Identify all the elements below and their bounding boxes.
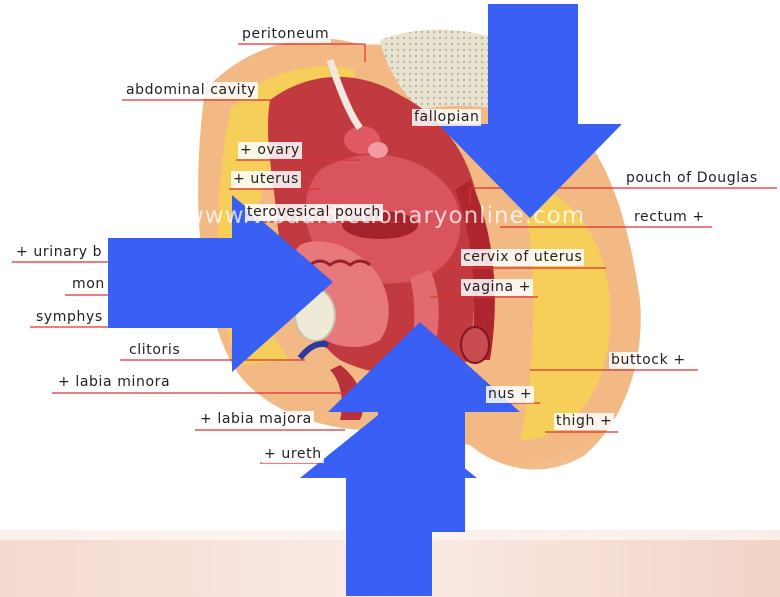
label-mons: mon (70, 276, 107, 293)
label-peritoneum: peritoneum (240, 26, 331, 43)
label-thigh: thigh + (554, 413, 614, 430)
label-clitoris: clitoris (127, 342, 182, 359)
label-pouch-of-douglas: pouch of Douglas (624, 170, 760, 187)
label-ovary: + ovary (238, 142, 302, 159)
label-labia-majora: + labia majora (198, 411, 314, 428)
label-abdominal-cavity: abdominal cavity (124, 82, 258, 99)
label-symphysis: symphys (34, 309, 105, 326)
label-uterovesical-pouch: terovesical pouch (245, 204, 383, 221)
label-urinary-bladder: + urinary b (14, 244, 104, 261)
label-rectum: rectum + (632, 209, 707, 226)
label-vagina: vagina + (461, 279, 533, 296)
label-anus: nus + (486, 386, 534, 403)
label-labia-minora: + labia minora (56, 374, 172, 391)
label-fallopian: fallopian (412, 109, 481, 126)
label-cervix-of-uterus: cervix of uterus (461, 249, 584, 266)
label-uterus: + uterus (231, 171, 301, 188)
label-urethra: + ureth (262, 446, 324, 463)
label-buttock: buttock + (609, 352, 688, 369)
